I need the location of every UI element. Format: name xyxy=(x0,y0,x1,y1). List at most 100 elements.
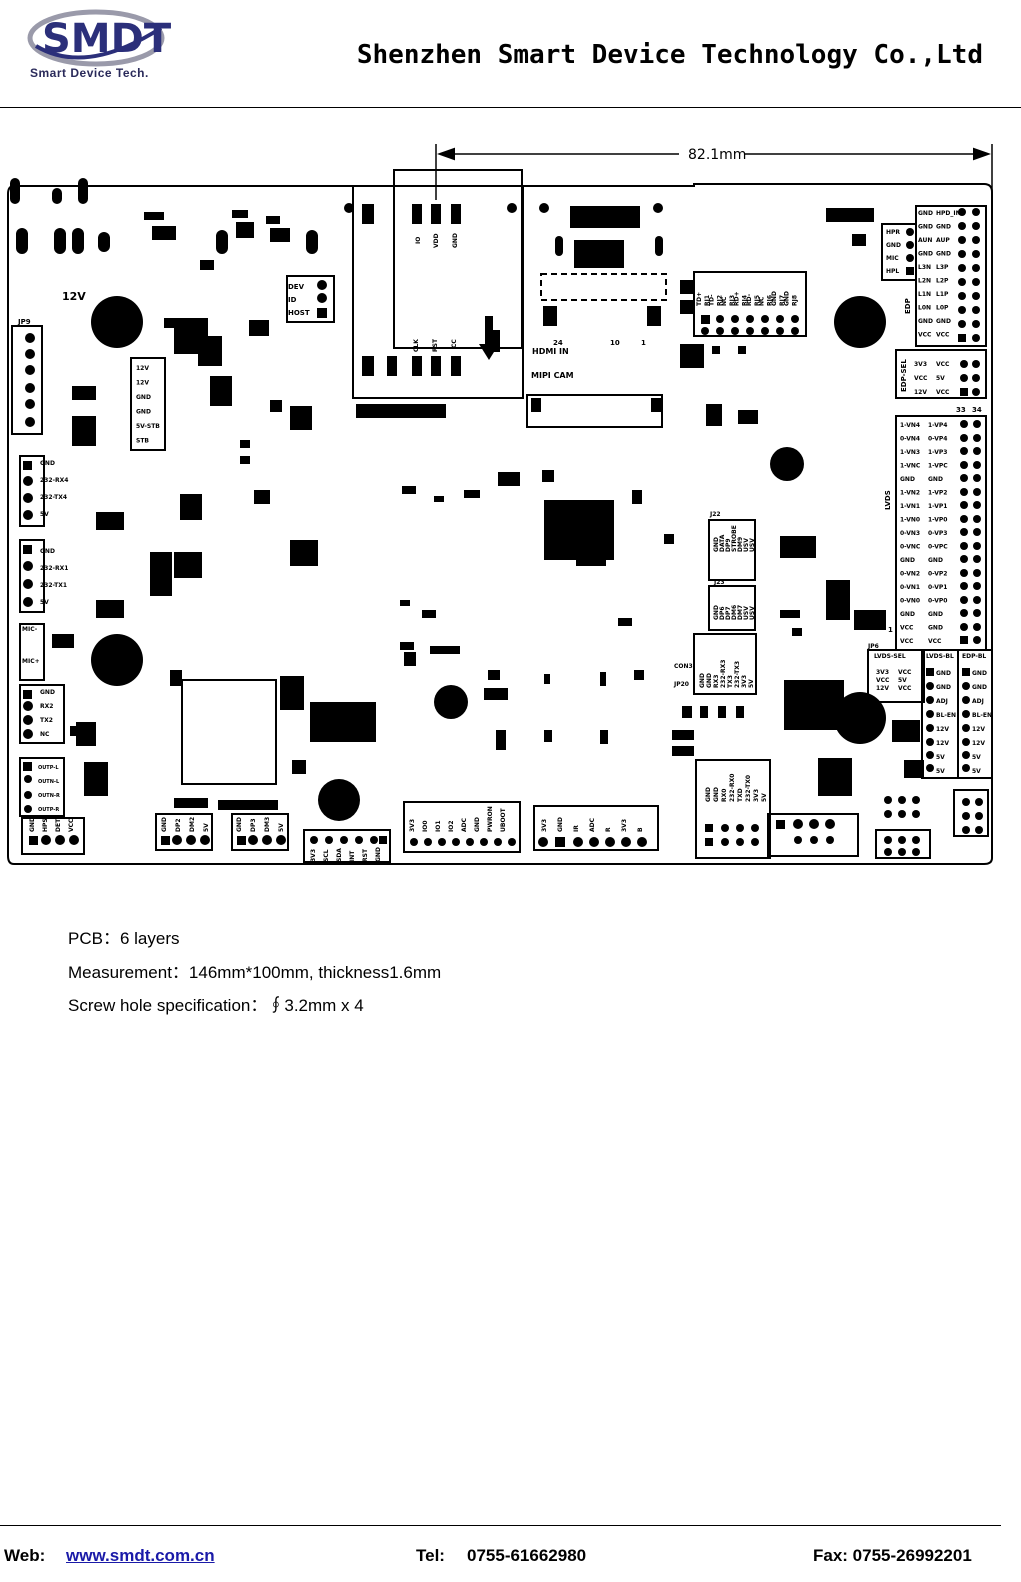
lvds-right-pin-label: GND xyxy=(928,557,943,564)
edp-pin-label: L2P xyxy=(936,278,949,285)
uart4-pin-label: GND xyxy=(40,460,55,467)
edp-bl-pin-label: 5V xyxy=(972,768,981,775)
gpio-pin-label: 3V3 xyxy=(409,819,416,832)
uart4-pin-label: 232-RX4 xyxy=(40,477,68,484)
hp-pin-label: HPR xyxy=(886,229,900,236)
lvds-left-pin-label: 0-VN4 xyxy=(900,436,920,443)
lvds-bl-pin-label: GND xyxy=(936,670,951,677)
lvds-sel-pin-label: VCC xyxy=(898,685,912,692)
j22-pin-label: DP9 xyxy=(725,538,732,552)
j22-pin-label: USV xyxy=(749,538,756,552)
edp-pin-label: L1P xyxy=(936,291,949,298)
lvds-right-pin-label: GND xyxy=(928,476,943,483)
lvds-right-pin-label: 1-VP2 xyxy=(928,490,947,497)
audio-out-pin-label: OUTN-R xyxy=(38,793,60,799)
label-12v: 12V xyxy=(62,290,86,303)
edp-bl-pin-label: GND xyxy=(972,670,987,677)
edp-pin-label: GND xyxy=(918,318,933,325)
lvds-sel-pin-label: 3V3 xyxy=(876,669,889,676)
i2c-pin-label: GND xyxy=(375,847,382,862)
lvds-left-pin-label: 1-VNC xyxy=(900,463,921,470)
uart2-pin-label: NC xyxy=(40,731,50,738)
gpio-pin-label: GND xyxy=(474,817,481,832)
gpio-pin-label: PWRON xyxy=(487,806,494,832)
lvds-right-pin-label: 0-VP1 xyxy=(928,584,947,591)
label-sd-gnd: GND xyxy=(452,233,459,248)
label-lvds-sel: LVDS-SEL xyxy=(874,653,906,660)
rj45-pin-label: RJ1 xyxy=(704,295,711,306)
i2c-pin-label: SCL xyxy=(323,849,330,862)
con3-jp20-pin-label: RX0 xyxy=(721,789,728,802)
audio-out-pin-label: OUTP-L xyxy=(38,765,59,771)
page-header: SMDT Smart Device Tech. Shenzhen Smart D… xyxy=(0,0,1021,108)
lvds-left-pin-label: GND xyxy=(900,557,915,564)
j23-pin-label: DM6 xyxy=(731,605,738,620)
uart3-pin-label: 3V3 xyxy=(741,675,748,688)
dev-id-host-label: DEV xyxy=(288,283,305,291)
lvds-right-pin-label: 0-VPC xyxy=(928,544,948,551)
j22-pin-label: DATA xyxy=(719,534,726,552)
lvds-bl-pin-label: GND xyxy=(936,684,951,691)
lvds-sel-pin-label: 12V xyxy=(876,685,889,692)
uart1-pin-label: 5V xyxy=(40,599,49,606)
lvds-bl-pin-label: 5V xyxy=(936,768,945,775)
j22-pin-label: GND xyxy=(713,537,720,552)
usb2-pin-label: GND xyxy=(161,817,168,832)
hp-pin-label: GND xyxy=(886,242,901,249)
label-pin-34: 34 xyxy=(972,406,982,414)
rj45-pin-label: RJ7 xyxy=(779,295,786,306)
edp-pin-label: VCC xyxy=(918,332,932,339)
lvds-right-pin-label: 0-VP2 xyxy=(928,571,947,578)
jp9-pin-label: GND xyxy=(136,409,151,416)
usb1-pin-label: GND xyxy=(29,817,36,832)
edp-pin-label: GND xyxy=(936,224,951,231)
lvds-bl-pin-label: 12V xyxy=(936,726,949,733)
lvds-right-pin-label: VCC xyxy=(928,638,942,645)
lvds-right-pin-label: 1-VP1 xyxy=(928,503,947,510)
dimension-label: 82.1mm xyxy=(688,147,746,163)
ir-pin-label: 3V3 xyxy=(541,819,548,832)
label-jp6: JP6 xyxy=(867,643,879,650)
uart2-pin-label: RX2 xyxy=(40,703,53,710)
gpio-pin-label: IO2 xyxy=(448,820,455,832)
label-con3: CON3 xyxy=(674,663,693,670)
label-sd-clk: CLK xyxy=(413,339,420,352)
rj45-signal-label: RD+ xyxy=(734,291,741,306)
lvds-left-pin-label: 1-VN4 xyxy=(900,422,920,429)
edp-sel-pin-label: VCC xyxy=(936,361,950,368)
i2c-pin-label: SDA xyxy=(336,848,343,862)
spec-measurement: Measurement：146mm*100mm, thickness1.6mm xyxy=(68,962,442,982)
lvds-left-pin-label: 1-VN0 xyxy=(900,517,920,524)
label-pin-1: 1 xyxy=(888,626,893,634)
con3-jp20-pin-label: TXD xyxy=(737,788,744,802)
gpio-pin-label: IO0 xyxy=(422,820,429,832)
edp-pin-label: HPD_IN xyxy=(936,210,961,217)
j22-pin-label: DM9 xyxy=(737,537,744,552)
edp-pin-label: L0N xyxy=(918,305,931,312)
logo-text: SMDT xyxy=(42,16,171,62)
label-j22: J22 xyxy=(709,511,721,518)
jp9-pin-label: 5V-STB xyxy=(136,423,160,430)
pcb-drawing: 82.1mm 12V JP9 HDMI IN MIPI CAM 24 10 1 … xyxy=(7,144,993,865)
edp-pin-label: AUP xyxy=(936,237,950,244)
lvds-left-pin-label: 0-VN0 xyxy=(900,598,920,605)
edp-pin-label: L2N xyxy=(918,278,931,285)
edp-bl-pin-label: ADJ xyxy=(972,698,984,705)
i2c-pin-label: RST xyxy=(362,848,369,862)
dev-id-host-label: ID xyxy=(288,296,297,304)
website-link[interactable]: www.smdt.com.cn xyxy=(66,1546,215,1565)
rj45-pin-label: RJ3 xyxy=(729,295,736,306)
dev-id-host-label: HOST xyxy=(288,309,310,317)
gpio-pin-label: UBOOT xyxy=(500,807,507,832)
rj45-signal-label: GND xyxy=(771,291,778,306)
hp-pin-label: MIC xyxy=(886,255,899,262)
label-mipi-cam: MIPI CAM xyxy=(531,371,574,380)
lvds-left-pin-label: GND xyxy=(900,611,915,618)
edp-sel-pin-label: 12V xyxy=(914,389,927,396)
label-fpc-24: 24 xyxy=(553,339,563,347)
uart3-pin-label: 5V xyxy=(748,679,755,688)
uart3-pin-label: TX3 xyxy=(727,675,734,688)
rj45-signal-label: GND xyxy=(784,291,791,306)
footer-divider xyxy=(0,1525,1001,1526)
lvds-right-pin-label: GND xyxy=(928,611,943,618)
